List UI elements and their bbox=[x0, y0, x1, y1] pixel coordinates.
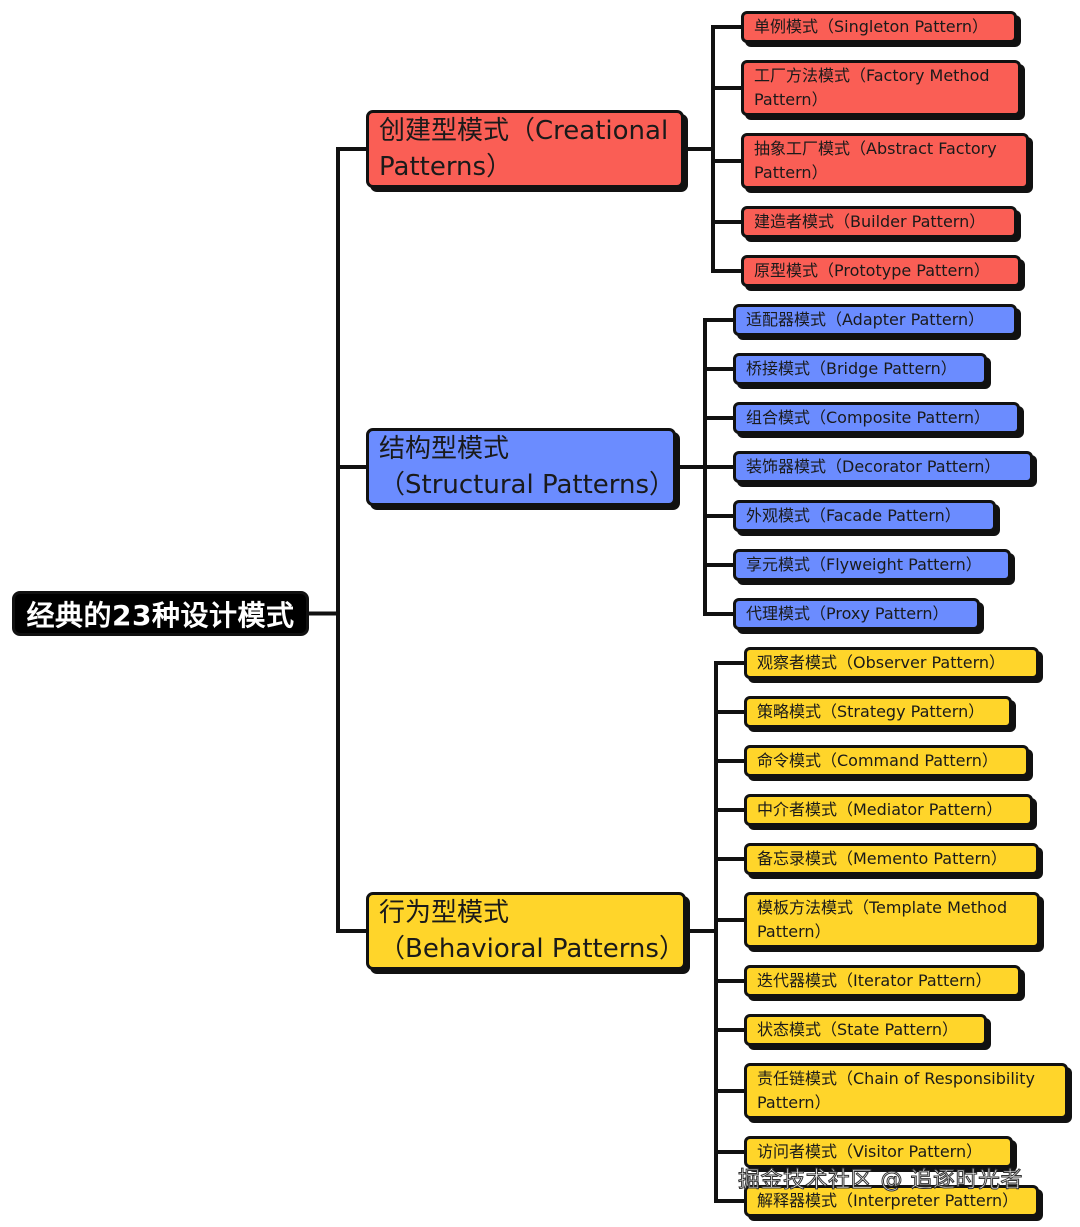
pattern-strategy: 策略模式（Strategy Pattern） bbox=[744, 696, 1012, 728]
root-node: 经典的23种设计模式 bbox=[12, 591, 309, 636]
pattern-proxy: 代理模式（Proxy Pattern） bbox=[733, 598, 980, 630]
watermark-text: 掘金技术社区 @ 追逐时光者 bbox=[738, 1168, 1024, 1194]
pattern-factory-method: 工厂方法模式（Factory Method Pattern） bbox=[741, 60, 1021, 116]
pattern-flyweight: 享元模式（Flyweight Pattern） bbox=[733, 549, 1011, 581]
pattern-decorator: 装饰器模式（Decorator Pattern） bbox=[733, 451, 1033, 483]
pattern-abstract-factory: 抽象工厂模式（Abstract Factory Pattern） bbox=[741, 133, 1029, 189]
pattern-state: 状态模式（State Pattern） bbox=[744, 1014, 987, 1046]
pattern-builder: 建造者模式（Builder Pattern） bbox=[741, 206, 1017, 238]
pattern-mediator: 中介者模式（Mediator Pattern） bbox=[744, 794, 1033, 826]
pattern-adapter: 适配器模式（Adapter Pattern） bbox=[733, 304, 1017, 336]
pattern-bridge: 桥接模式（Bridge Pattern） bbox=[733, 353, 987, 385]
pattern-iterator: 迭代器模式（Iterator Pattern） bbox=[744, 965, 1021, 997]
category-creational: 创建型模式（Creational Patterns） bbox=[366, 110, 684, 188]
category-behavioral: 行为型模式（Behavioral Patterns） bbox=[366, 892, 686, 970]
pattern-command: 命令模式（Command Pattern） bbox=[744, 745, 1029, 777]
pattern-interpreter: 解释器模式（Interpreter Pattern） bbox=[744, 1185, 1039, 1217]
pattern-facade: 外观模式（Facade Pattern） bbox=[733, 500, 996, 532]
pattern-singleton: 单例模式（Singleton Pattern） bbox=[741, 11, 1017, 43]
pattern-chain-of-responsibility: 责任链模式（Chain of Responsibility Pattern） bbox=[744, 1063, 1068, 1119]
pattern-visitor: 访问者模式（Visitor Pattern） bbox=[744, 1136, 1013, 1168]
pattern-composite: 组合模式（Composite Pattern） bbox=[733, 402, 1020, 434]
pattern-observer: 观察者模式（Observer Pattern） bbox=[744, 647, 1039, 679]
pattern-template-method: 模板方法模式（Template Method Pattern） bbox=[744, 892, 1040, 948]
category-structural: 结构型模式（Structural Patterns） bbox=[366, 428, 676, 506]
pattern-prototype: 原型模式（Prototype Pattern） bbox=[741, 255, 1021, 287]
pattern-memento: 备忘录模式（Memento Pattern） bbox=[744, 843, 1039, 875]
